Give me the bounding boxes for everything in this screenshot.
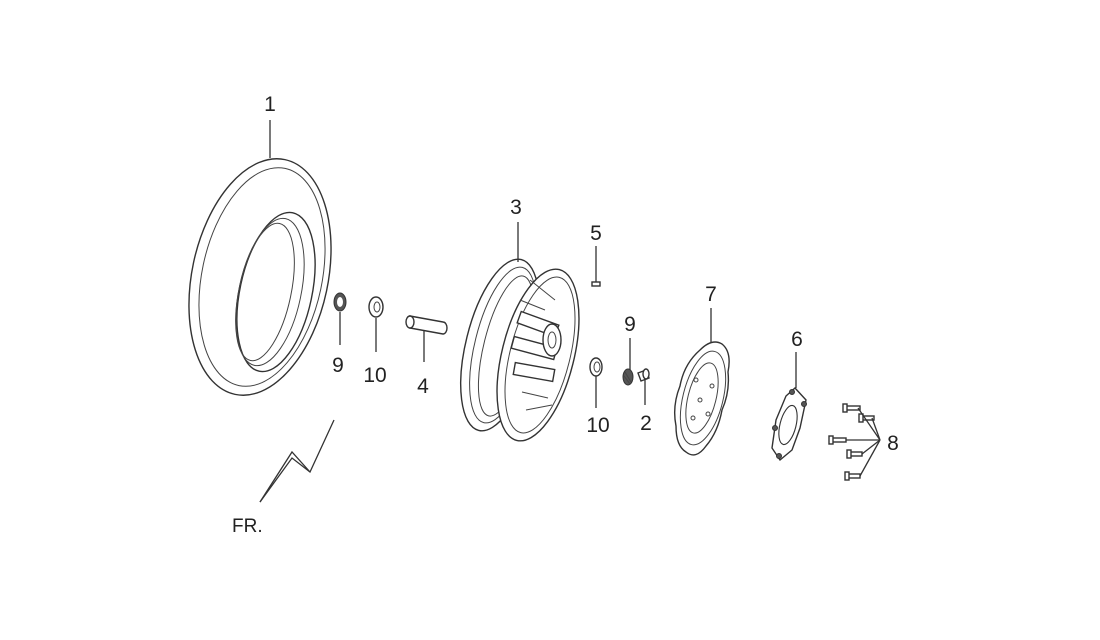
bolts (828, 403, 875, 481)
callout-oil-seal-right: 9 (624, 313, 636, 336)
callout-oil-seal-left: 9 (332, 354, 344, 377)
callout-brake-disc-plate: 6 (791, 328, 803, 351)
balance-weight (591, 281, 601, 287)
callout-wheel-rim: 3 (510, 196, 522, 219)
wheel-rim (460, 258, 580, 442)
callout-brake-disc: 7 (705, 283, 717, 306)
bolt (844, 471, 861, 481)
callout-valve-stem: 2 (640, 412, 652, 435)
direction-label: FR. (232, 516, 263, 537)
bearing-right (589, 357, 603, 377)
leader-lines (269, 120, 881, 477)
brake-disc-plate (771, 387, 807, 462)
valve-stem (637, 368, 650, 382)
oil-seal-right (622, 368, 634, 386)
bolt (842, 403, 861, 413)
brake-disc (673, 341, 730, 456)
callout-bearing-right: 10 (586, 414, 609, 437)
callout-balance-weight: 5 (590, 222, 602, 245)
bolt (828, 435, 847, 445)
callout-bolts: 8 (887, 432, 899, 455)
bolt (858, 413, 875, 423)
tire (188, 158, 332, 396)
bolt (846, 449, 863, 459)
callout-tire: 1 (264, 93, 276, 116)
callout-axle-collar: 4 (417, 375, 429, 398)
axle-collar (405, 315, 448, 335)
bearing-left (368, 296, 384, 318)
oil-seal-left (333, 292, 347, 312)
callout-bearing-left: 10 (363, 364, 386, 387)
front-direction-arrow (259, 419, 335, 503)
